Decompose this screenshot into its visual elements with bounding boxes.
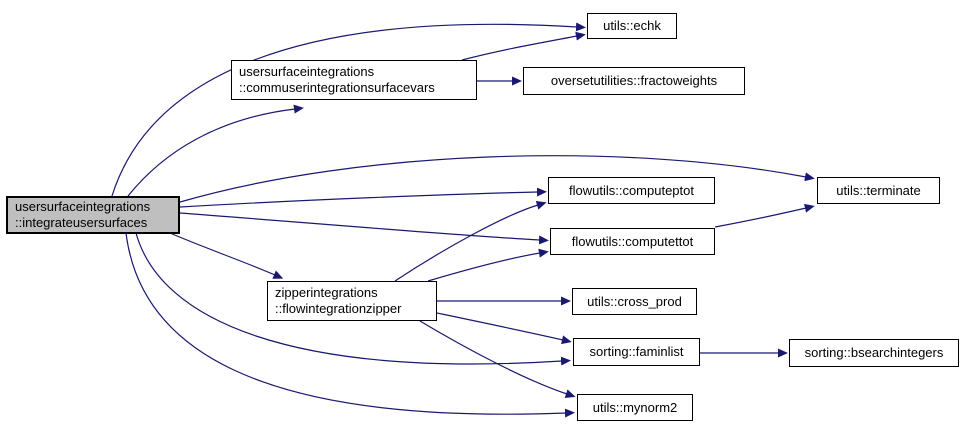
node-mynorm2[interactable]: utils::mynorm2 xyxy=(577,394,693,421)
node-label-line: usersurfaceintegrations xyxy=(239,64,375,79)
node-label-line: utils::mynorm2 xyxy=(592,399,678,415)
node-label-line: utils::cross_prod xyxy=(587,293,682,309)
edge-integrateusersurfaces-to-computeptot xyxy=(179,187,547,208)
node-label-line: ::integrateusersurfaces xyxy=(15,215,148,230)
edge-flowintegrationzipper-to-computettot xyxy=(427,248,549,282)
node-label-line: ::commuserintegrationsurfacevars xyxy=(239,80,435,95)
node-label-line: flowutils::computeptot xyxy=(568,182,694,198)
node-label-line: sorting::faminlist xyxy=(589,344,684,359)
node-label-line: usersurfaceintegrations xyxy=(15,199,151,214)
node-integrateusersurfaces[interactable]: usersurfaceintegrations::integrateusersu… xyxy=(6,196,180,234)
node-computeptot[interactable]: flowutils::computeptot xyxy=(548,177,715,204)
node-fractoweights[interactable]: oversetutilities::fractoweights xyxy=(523,67,745,95)
edge-integrateusersurfaces-to-terminate xyxy=(179,155,815,203)
edge-flowintegrationzipper-to-faminlist xyxy=(436,312,572,345)
edge-flowintegrationzipper-to-computeptot xyxy=(394,200,547,282)
node-computettot[interactable]: flowutils::computettot xyxy=(550,228,715,255)
node-echk[interactable]: utils::echk xyxy=(587,13,677,39)
node-cross_prod[interactable]: utils::cross_prod xyxy=(572,288,697,315)
node-label-line: flowutils::computettot xyxy=(571,233,694,249)
edge-integrateusersurfaces-to-mynorm2 xyxy=(125,232,575,418)
node-commuserintegrationsurfacevars[interactable]: usersurfaceintegrations::commuserintegra… xyxy=(231,60,477,100)
edge-integrateusersurfaces-to-commuserintegrationsurfacevars xyxy=(127,104,304,197)
edge-integrateusersurfaces-to-computettot xyxy=(179,212,549,245)
node-label-line: ::flowintegrationzipper xyxy=(275,301,402,316)
edge-integrateusersurfaces-to-flowintegrationzipper xyxy=(169,232,284,279)
node-label-line: utils::terminate xyxy=(836,182,921,198)
edge-commuserintegrationsurfacevars-to-echk xyxy=(461,31,586,61)
edge-computettot-to-terminate xyxy=(714,203,815,228)
node-label-line: sorting::bsearchintegers xyxy=(804,345,944,360)
node-faminlist[interactable]: sorting::faminlist xyxy=(573,338,700,366)
node-flowintegrationzipper[interactable]: zipperintegrations::flowintegrationzippe… xyxy=(267,281,437,321)
node-label-line: oversetutilities::fractoweights xyxy=(550,73,718,88)
node-label-line: utils::echk xyxy=(603,18,661,33)
edge-flowintegrationzipper-to-mynorm2 xyxy=(419,320,576,398)
edge-integrateusersurfaces-to-echk xyxy=(111,22,586,197)
edge-integrateusersurfaces-to-faminlist xyxy=(135,232,571,366)
node-label-line: zipperintegrations xyxy=(275,285,378,300)
node-bsearchintegers[interactable]: sorting::bsearchintegers xyxy=(789,339,959,367)
node-terminate[interactable]: utils::terminate xyxy=(817,177,940,204)
